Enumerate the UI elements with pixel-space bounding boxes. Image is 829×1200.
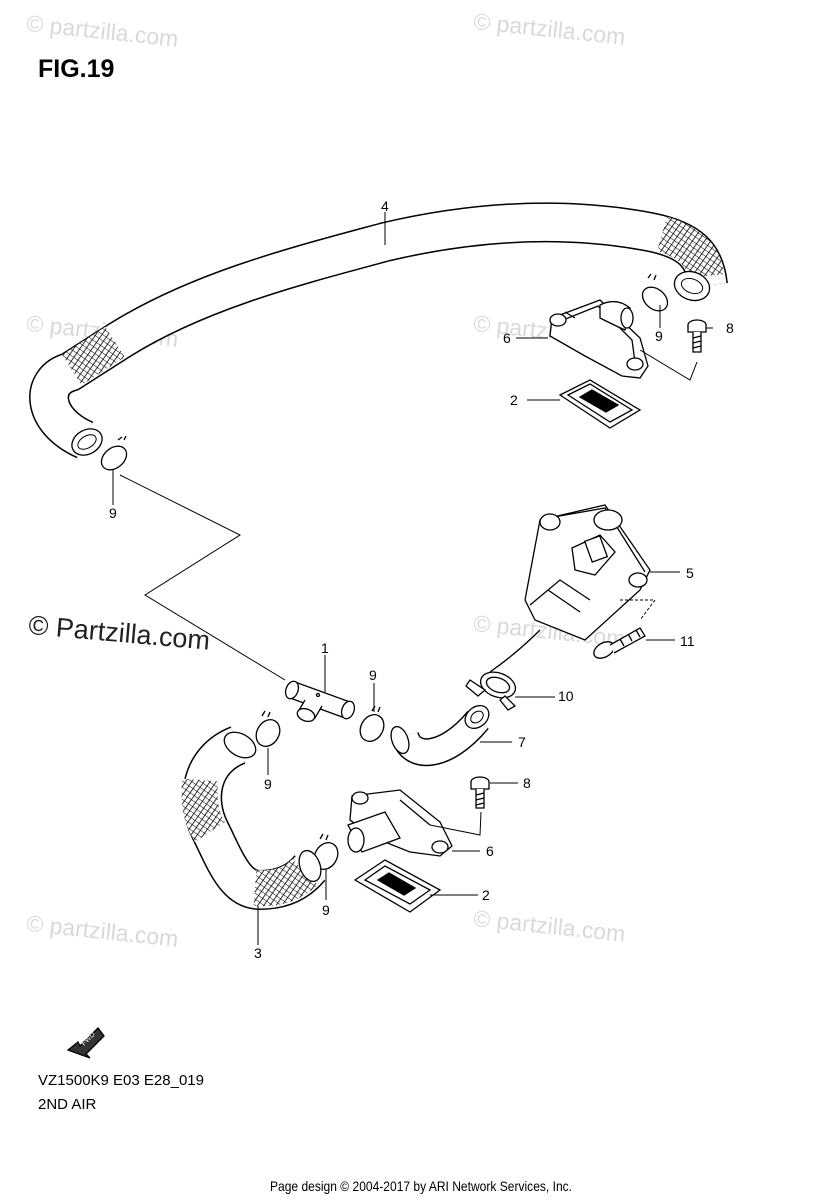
screw-11: [593, 627, 646, 659]
callout-6: 6: [486, 843, 494, 859]
hose-7: [390, 705, 490, 767]
callout-9: 9: [109, 505, 117, 521]
callout-9: 9: [369, 667, 377, 683]
callout-11: 11: [680, 633, 695, 649]
leader-lines: [112, 212, 713, 945]
reed-valve-gasket-2-upper: [558, 379, 642, 429]
callout-4: 4: [381, 198, 389, 214]
section-name: 2ND AIR: [38, 1096, 97, 1113]
callout-9: 9: [655, 328, 663, 344]
reed-valve-gasket-2-lower: [353, 859, 442, 913]
air-valve-5: [489, 504, 651, 673]
callout-5: 5: [686, 565, 694, 581]
callout-2: 2: [482, 887, 490, 903]
hose-clamp-10: [465, 671, 517, 711]
joint-1: [284, 680, 356, 723]
callout-2: 2: [510, 392, 518, 408]
callout-1: 1: [321, 640, 329, 656]
callout-7: 7: [518, 734, 526, 750]
model-code: VZ1500K9 E03 E28_019: [38, 1072, 204, 1089]
callout-6: 6: [503, 330, 511, 346]
page-footer: Page design © 2004-2017 by ARI Network S…: [270, 1178, 573, 1194]
callout-8: 8: [726, 320, 734, 336]
callout-10: 10: [558, 688, 574, 704]
bolt-8-lower: [470, 776, 490, 809]
reed-valve-cover-6-upper: [549, 299, 649, 379]
callout-9: 9: [264, 776, 272, 792]
fwd-arrow: [66, 1027, 105, 1059]
callout-8: 8: [523, 775, 531, 791]
reed-valve-cover-6-lower: [347, 789, 453, 857]
callout-3: 3: [254, 945, 262, 961]
figure-title: FIG.19: [38, 55, 115, 83]
hose-3: [181, 726, 326, 911]
callouts: 4 6 2 9 9 8 5 11 10 1 9 7 9 8 6 2 9 3 FW…: [80, 198, 734, 1047]
bolt-8-upper: [687, 319, 707, 353]
callout-9: 9: [322, 902, 330, 918]
